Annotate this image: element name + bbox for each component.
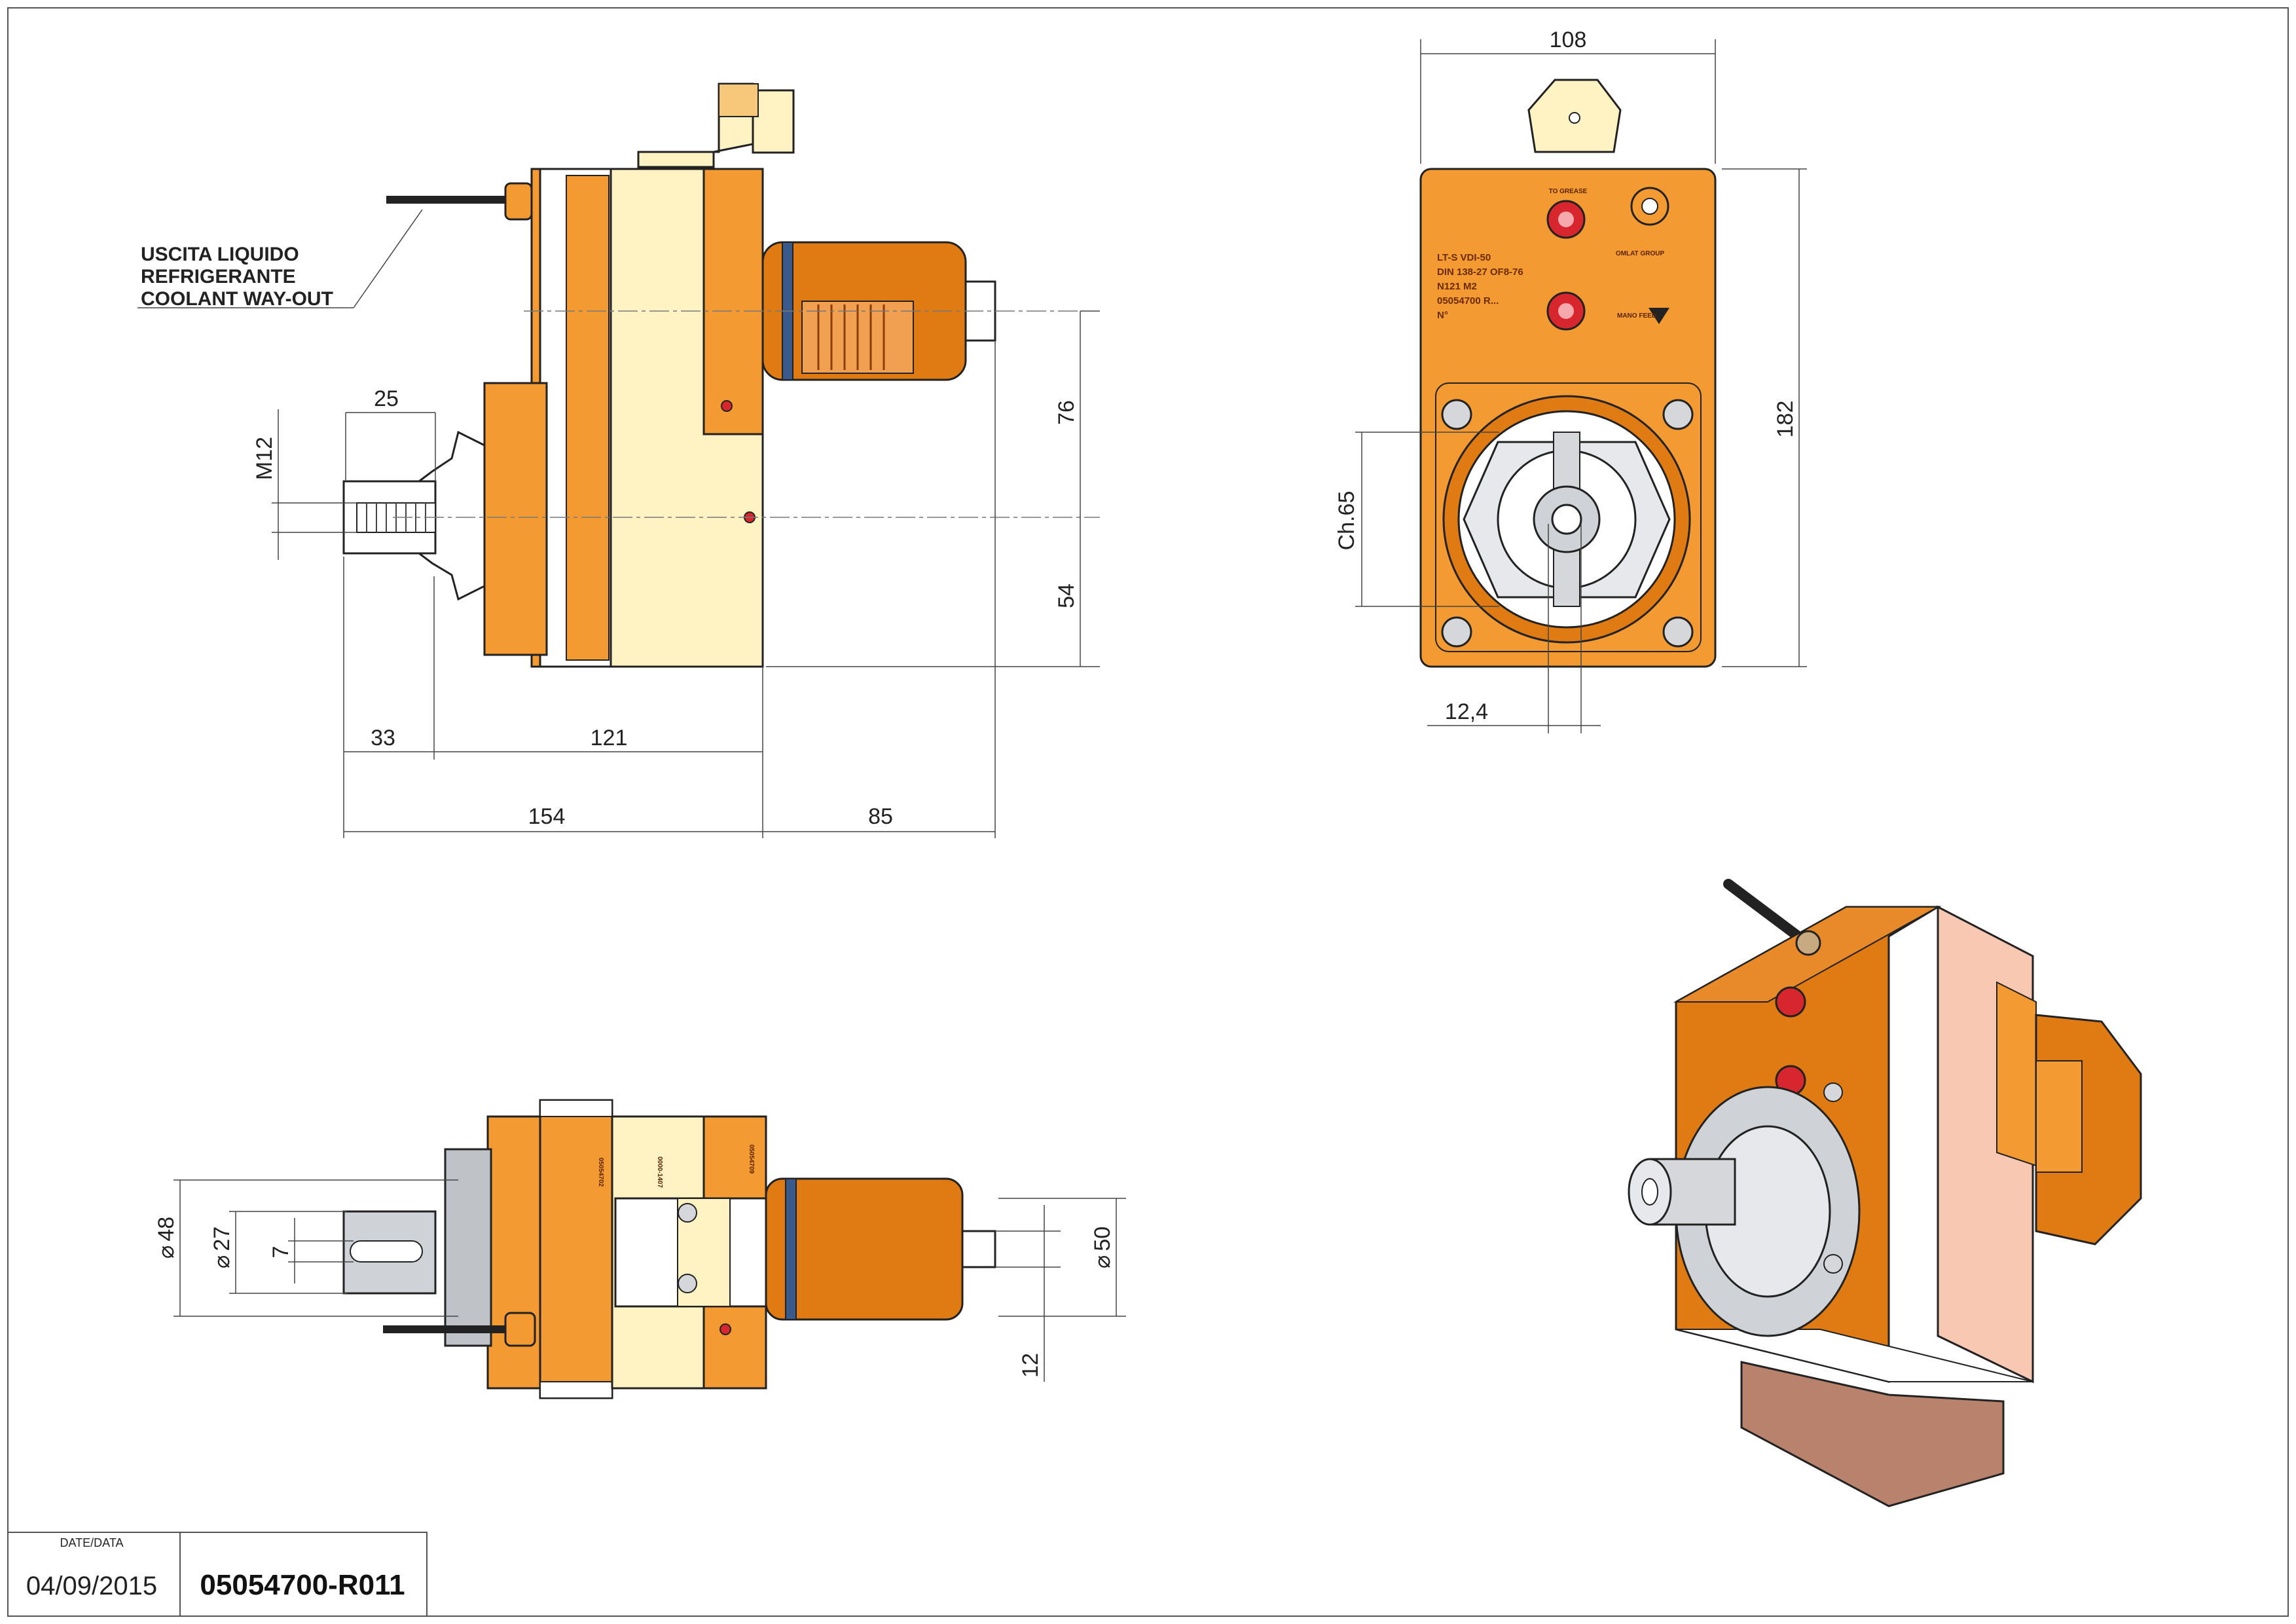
- dim-182: 182: [1773, 401, 1798, 438]
- plate-line-4: 05054700 R...: [1437, 295, 1499, 306]
- feed-arrow-icon: [1649, 308, 1669, 324]
- bolt-icon: [678, 1274, 697, 1293]
- plate-line-3: N121 M2: [1437, 281, 1477, 292]
- date-value: 04/09/2015: [26, 1572, 157, 1600]
- iso-coolant-pipe: [1723, 879, 1812, 948]
- dim-phi27-value: 27: [210, 1227, 234, 1251]
- motor-flange: [702, 168, 764, 435]
- dim-phi50-value: 50: [1090, 1227, 1115, 1251]
- spindle-bore: [1551, 504, 1582, 535]
- dim-phi50: ⌀ 50: [1090, 1227, 1115, 1268]
- bottom-flange: [539, 1099, 613, 1399]
- front-view: TO GREASE LT-S VDI-50 DIN 138-27 OF8-76 …: [1334, 28, 1807, 733]
- dim-m12: M12: [252, 437, 277, 480]
- top-nut: [752, 89, 795, 154]
- diameter-icon: ⌀: [1090, 1255, 1115, 1268]
- bolt-icon: [1662, 616, 1694, 648]
- note-line-1: USCITA LIQUIDO: [141, 244, 299, 265]
- title-block: DATE/DATA 04/09/2015 05054700-R011: [7, 1532, 428, 1617]
- dim-phi48-value: 48: [154, 1217, 179, 1242]
- dim-33: 33: [371, 726, 395, 750]
- diameter-icon: ⌀: [210, 1255, 234, 1268]
- note-line-2: REFRIGERANTE: [141, 266, 296, 287]
- sheet-border: [7, 7, 2289, 1617]
- isometric-view: [1628, 879, 2142, 1507]
- diameter-icon: ⌀: [154, 1246, 179, 1259]
- shaft-keyway: [350, 1240, 423, 1263]
- to-grease-label: TO GREASE: [1549, 188, 1588, 195]
- side-view-dimensions: 25 M12 76 54 33 121 154 85: [252, 310, 1100, 838]
- dim-phi48: ⌀ 48: [154, 1217, 179, 1259]
- bolt-icon: [678, 1203, 697, 1223]
- manual-feed-label: MANO FEED: [1617, 312, 1656, 320]
- bolt-icon: [1441, 616, 1472, 648]
- bolt-icon: [1441, 399, 1472, 430]
- dim-121: 121: [591, 726, 628, 750]
- part-mark-3: 05054709: [748, 1145, 755, 1174]
- dim-25: 25: [374, 386, 399, 411]
- tool-holder-block: [483, 382, 548, 656]
- dim-12: 12: [1018, 1353, 1043, 1378]
- dim-ch65: Ch.65: [1334, 491, 1359, 551]
- dim-12-4: 12,4: [1445, 699, 1488, 724]
- bolt-icon: [1662, 399, 1694, 430]
- coolant-fitting: [504, 182, 533, 221]
- logo-text: OMLAT GROUP: [1616, 250, 1665, 257]
- coolant-note: USCITA LIQUIDO REFRIGERANTE COOLANT WAY-…: [137, 209, 423, 310]
- iso-grease-nipple: [1775, 986, 1806, 1018]
- bottom-view: 05054702 0000-1407 05054709 ⌀ 48 ⌀ 27 7: [154, 1099, 1126, 1399]
- dim-154: 154: [528, 804, 566, 829]
- dim-76: 76: [1054, 400, 1079, 425]
- dim-85: 85: [868, 804, 893, 829]
- front-view-dimensions: 108 182 Ch.65 12,4: [1334, 28, 1807, 733]
- part-mark-2: 0000-1407: [656, 1156, 663, 1188]
- bottom-view-dimensions: ⌀ 48 ⌀ 27 7 ⌀ 50 12: [154, 1179, 1126, 1382]
- drawing-code: 05054700-R011: [200, 1569, 405, 1601]
- plate-line-5: N°: [1437, 310, 1448, 321]
- plate-line-2: DIN 138-27 OF8-76: [1437, 267, 1523, 278]
- date-label: DATE/DATA: [60, 1536, 123, 1549]
- dim-7: 7: [268, 1246, 293, 1259]
- side-view: 25 M12 76 54 33 121 154 85: [137, 83, 1100, 838]
- part-mark-1: 05054702: [597, 1158, 604, 1187]
- plate-line-1: LT-S VDI-50: [1437, 252, 1491, 263]
- dim-108: 108: [1550, 28, 1587, 52]
- dim-phi27: ⌀ 27: [210, 1227, 234, 1268]
- front-bolts: [1441, 399, 1694, 648]
- bottom-nut: [444, 1148, 492, 1347]
- dim-54: 54: [1054, 583, 1079, 608]
- note-line-3: COOLANT WAY-OUT: [141, 288, 333, 310]
- iso-bottom-face: [1740, 1361, 2005, 1507]
